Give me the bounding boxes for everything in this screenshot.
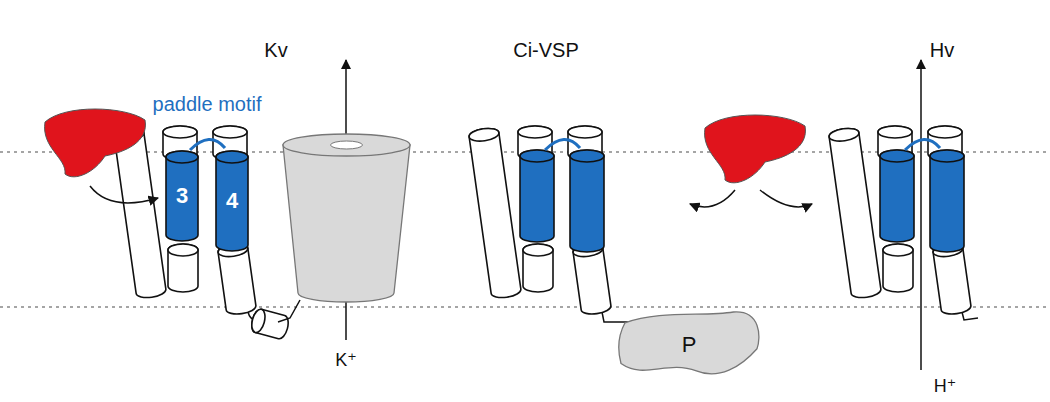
cylinder-body [250,308,291,340]
ion-label: H⁺ [934,377,957,395]
cylinder-body [216,151,248,251]
ion-flow-line [345,300,347,340]
helix-s3: 3 [165,150,199,242]
channel-title: Kv [264,40,287,60]
cylinder-top [166,151,198,163]
s3a-helix [523,244,553,292]
toxin-blob [45,109,146,177]
node-text: 4 [226,190,238,212]
cylinder-body [168,244,198,292]
cylinder-top [163,126,197,138]
cylinder-top [523,244,553,256]
cylinder-top [878,126,912,138]
cylinder-body [883,244,913,292]
cylinder-body [828,127,881,300]
cylinder-top [520,150,554,162]
pore-opening [331,141,363,149]
pore-domain [283,134,410,302]
cylinder-body [468,127,521,300]
voltage-sensor-domain [113,126,256,316]
cylinder-body [572,242,611,315]
pore-body [283,145,410,302]
cylinder-top [828,127,859,143]
linker-helix [250,308,291,340]
binding-arrow [760,190,812,207]
paddle-loop [545,139,580,150]
linker-line [278,300,300,322]
cylinder-body [932,242,971,315]
s3-helix [880,150,914,242]
cylinder-top [880,150,914,162]
s3-helix [520,150,554,242]
c-terminal-tail [962,312,978,320]
motif-label: paddle motif [153,94,262,114]
cylinder-body [880,150,914,242]
cylinder-body [520,150,554,242]
cylinder-body [166,151,198,241]
ion-label: K⁺ [335,351,357,369]
toxin-blob [705,115,806,183]
s4-lower-helix [217,242,256,315]
cylinder-body [523,244,553,292]
s4-helix [930,150,964,252]
voltage-sensor-domain [468,126,611,316]
node-text: P [682,334,697,356]
paddle-loop [905,139,940,150]
voltage-sensor-domain [828,126,971,316]
phosphatase-domain: P [615,308,763,382]
ion-flow-arrow [345,60,347,142]
s4-helix [570,150,604,252]
cylinder-top [518,126,552,138]
binding-arrow [90,186,158,203]
s1-helix [828,127,881,300]
s3a-helix [883,244,913,292]
s1-helix [113,127,166,300]
cylinder-body [570,150,604,252]
cylinder-top [570,150,604,162]
cylinder-top [568,126,602,138]
cylinder-body [113,127,166,300]
membrane-inner [0,306,1050,308]
s4-lower-helix [932,242,971,315]
proton-flow-arrow [920,60,922,370]
cylinder-top [928,126,962,138]
cylinder-top [213,126,247,138]
cylinder-top [468,127,499,143]
cylinder-body [217,242,256,315]
s1-helix [468,127,521,300]
cylinder-body [930,150,964,252]
channel-title: Hv [930,40,954,60]
cylinder-top [168,244,198,256]
cylinder-top [216,151,248,163]
s4-lower-helix [572,242,611,315]
binding-arrow [690,190,735,207]
illustration-parts [45,60,978,370]
paddle-loop [190,139,225,150]
channel-title: Ci-VSP [513,40,579,60]
cylinder-top [930,150,964,162]
s3a-helix [168,244,198,292]
pore-top [283,134,410,156]
cylinder-top [250,308,268,334]
phosphatase-shape [619,312,759,374]
cylinder-top [883,244,913,256]
helix-s4: 4 [215,150,249,252]
node-text: 3 [176,185,188,207]
